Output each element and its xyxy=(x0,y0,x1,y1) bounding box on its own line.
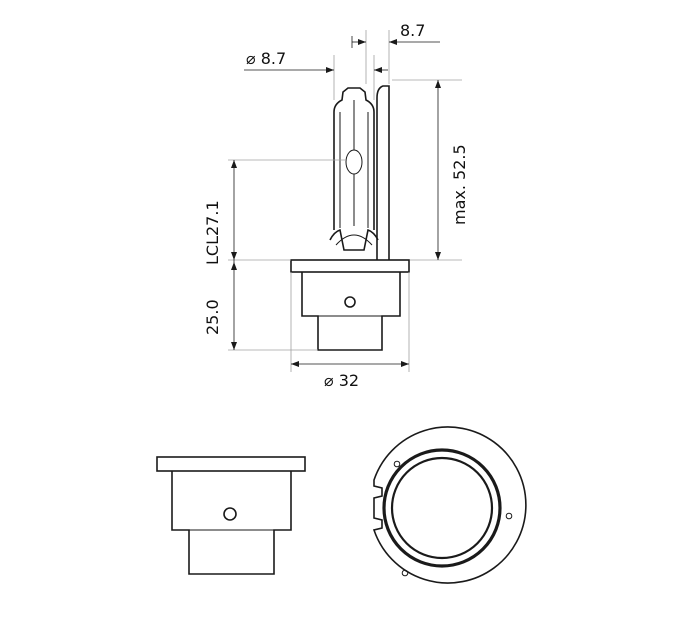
base-body xyxy=(301,272,401,351)
dim-label-top-left: ⌀ 8.7 xyxy=(246,49,286,68)
burner-tube xyxy=(333,87,375,230)
base-flange xyxy=(290,259,410,273)
base-side-flange xyxy=(156,456,306,472)
dim-base-height: 25.0 xyxy=(203,260,318,351)
base-top-pin-1 xyxy=(393,460,401,468)
base-top-view xyxy=(372,426,527,584)
base-side-hole xyxy=(223,507,237,521)
return-wire xyxy=(376,85,390,260)
bulb-side-view xyxy=(290,85,410,351)
arc-chamber xyxy=(345,149,363,175)
dim-label-lcl: LCL27.1 xyxy=(203,200,222,265)
dim-top-left: ⌀ 8.7 xyxy=(244,36,388,100)
dim-max-length: max. 52.5 xyxy=(392,79,469,261)
dim-label-max-length: max. 52.5 xyxy=(450,144,469,225)
dim-base-diameter: ⌀ 32 xyxy=(290,272,410,390)
base-top-outline xyxy=(372,426,527,584)
base-hole xyxy=(344,296,356,308)
base-side-body xyxy=(171,471,292,575)
dim-label-top-right: 8.7 xyxy=(400,21,425,40)
base-top-pin-2 xyxy=(505,512,513,520)
dim-label-base-diameter: ⌀ 32 xyxy=(324,371,359,390)
dim-lcl: LCL27.1 xyxy=(203,159,346,265)
dim-label-base-height: 25.0 xyxy=(203,299,222,335)
base-top-pin-3 xyxy=(401,569,409,577)
dim-top-right: 8.7 xyxy=(352,21,440,84)
base-top-inner-ring xyxy=(390,456,494,560)
base-side-view xyxy=(156,456,306,575)
base-top-outer-ring xyxy=(382,448,502,568)
